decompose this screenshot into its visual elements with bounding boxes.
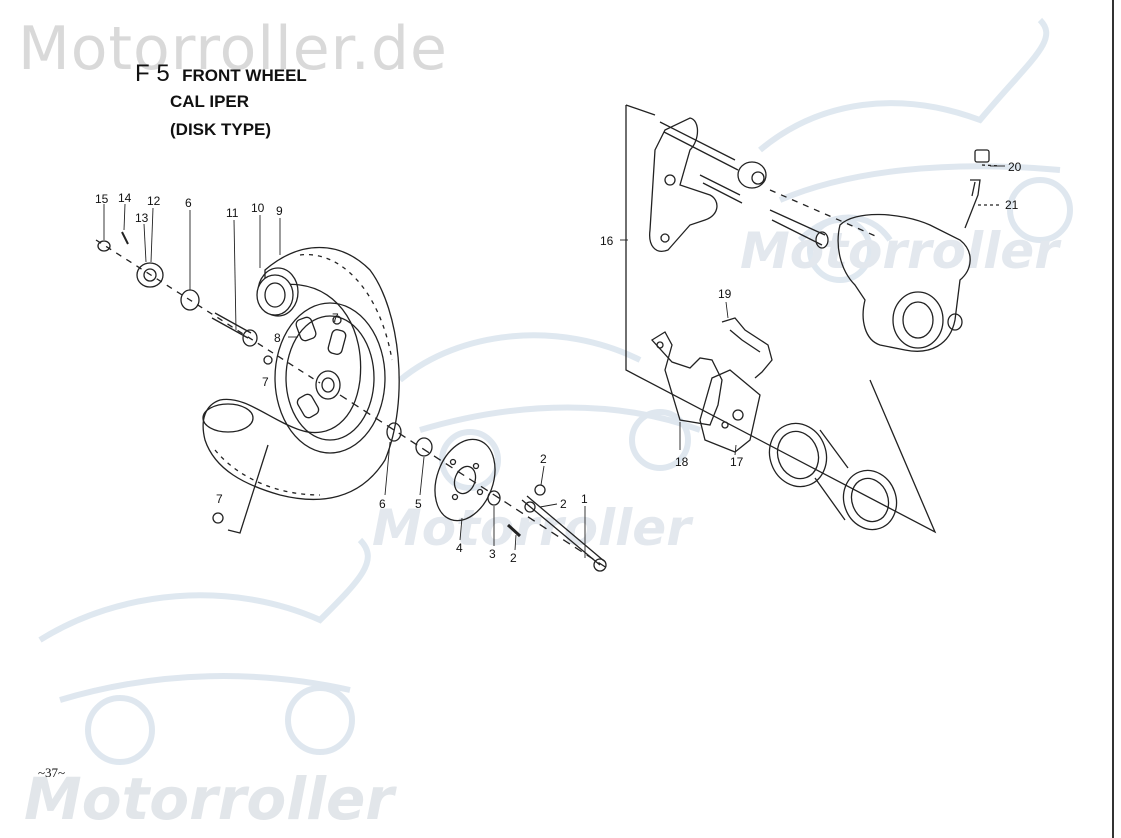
part-6-bearing-right bbox=[386, 422, 402, 442]
diagram-heading: F 5 FRONT WHEEL bbox=[135, 60, 307, 88]
callout-12: 12 bbox=[147, 194, 161, 208]
callout-11: 11 bbox=[226, 206, 239, 220]
watermark-brand-bottom: Motorroller bbox=[24, 765, 394, 833]
callout-18: 18 bbox=[675, 455, 689, 469]
callout-10: 10 bbox=[251, 201, 265, 215]
part-3-collar bbox=[487, 490, 501, 506]
callout-17: 17 bbox=[730, 455, 744, 469]
pin-boot-upper bbox=[737, 161, 767, 189]
part-7-bolt bbox=[263, 355, 273, 365]
callout-3: 3 bbox=[489, 547, 496, 561]
caliper-bracket-frame bbox=[625, 105, 937, 534]
callout-7-middle: 7 bbox=[262, 375, 269, 389]
caliper-piston bbox=[842, 469, 898, 531]
callout-7-lower: 7 bbox=[216, 492, 223, 506]
page-number: ~37~ bbox=[38, 765, 66, 780]
slide-pin bbox=[769, 209, 826, 246]
part-2-bolt-c bbox=[506, 523, 522, 538]
callout-14: 14 bbox=[118, 191, 132, 205]
rim bbox=[274, 302, 386, 454]
callout-8: 8 bbox=[274, 331, 281, 345]
part-1-axle-bolt bbox=[521, 495, 605, 566]
part-12-gear bbox=[136, 262, 164, 288]
part-2-bolt-a bbox=[534, 484, 546, 496]
callout-4: 4 bbox=[456, 541, 463, 555]
watermark-scooter-logo bbox=[38, 17, 1073, 765]
callout-2-lower: 2 bbox=[510, 551, 517, 565]
callout-7-upper: 7 bbox=[332, 311, 339, 325]
part-21-bleeder-screw bbox=[964, 179, 981, 229]
part-19-pad-spring bbox=[721, 317, 773, 379]
section-subtitle-disk-type: (DISK TYPE) bbox=[170, 120, 272, 139]
page-edge-rule bbox=[1112, 0, 1114, 838]
part-17-brake-pad bbox=[699, 369, 761, 453]
part-5-spacer bbox=[415, 437, 433, 457]
section-subtitle-caliper: CAL IPER bbox=[170, 92, 250, 111]
watermark-brand-top: Motorroller.de bbox=[18, 14, 448, 84]
part-15-nut bbox=[97, 240, 111, 252]
callout-9: 9 bbox=[276, 204, 283, 218]
callout-16: 16 bbox=[600, 234, 614, 248]
callout-20: 20 bbox=[1008, 160, 1022, 174]
callout-21: 21 bbox=[1005, 198, 1019, 212]
part-2-bolt-b bbox=[524, 501, 536, 513]
callout-1: 1 bbox=[581, 492, 588, 506]
watermark-caliper-brand: Motorroller bbox=[740, 222, 1062, 280]
part-20-bleeder-cap bbox=[974, 149, 990, 163]
part-11-collar bbox=[242, 329, 258, 347]
callout-19: 19 bbox=[718, 287, 732, 301]
tire-cut-section-bottom bbox=[202, 403, 254, 433]
callout-15: 15 bbox=[95, 192, 109, 206]
tire bbox=[202, 246, 400, 501]
caliper-assembly bbox=[625, 104, 1002, 534]
part-18-brake-pad bbox=[650, 331, 723, 426]
hub bbox=[315, 370, 341, 400]
callout-2-upper: 2 bbox=[540, 452, 547, 466]
caliper-piston-bore bbox=[892, 291, 944, 349]
callout-6-bottom: 6 bbox=[379, 497, 386, 511]
section-code: F 5 bbox=[135, 60, 170, 87]
callout-5: 5 bbox=[415, 497, 422, 511]
callout-leaders bbox=[103, 165, 1005, 558]
part-4-brake-disc bbox=[434, 438, 496, 522]
wheel-assembly bbox=[95, 231, 611, 572]
caliper-body bbox=[837, 213, 971, 352]
piston-seal bbox=[768, 422, 828, 488]
section-title: FRONT WHEEL bbox=[182, 66, 307, 85]
callout-13: 13 bbox=[135, 211, 149, 225]
part-7-bolt-lower bbox=[212, 512, 224, 524]
callout-2-middle: 2 bbox=[560, 497, 567, 511]
callout-6-top: 6 bbox=[185, 196, 192, 210]
part-16-bracket bbox=[649, 117, 718, 252]
